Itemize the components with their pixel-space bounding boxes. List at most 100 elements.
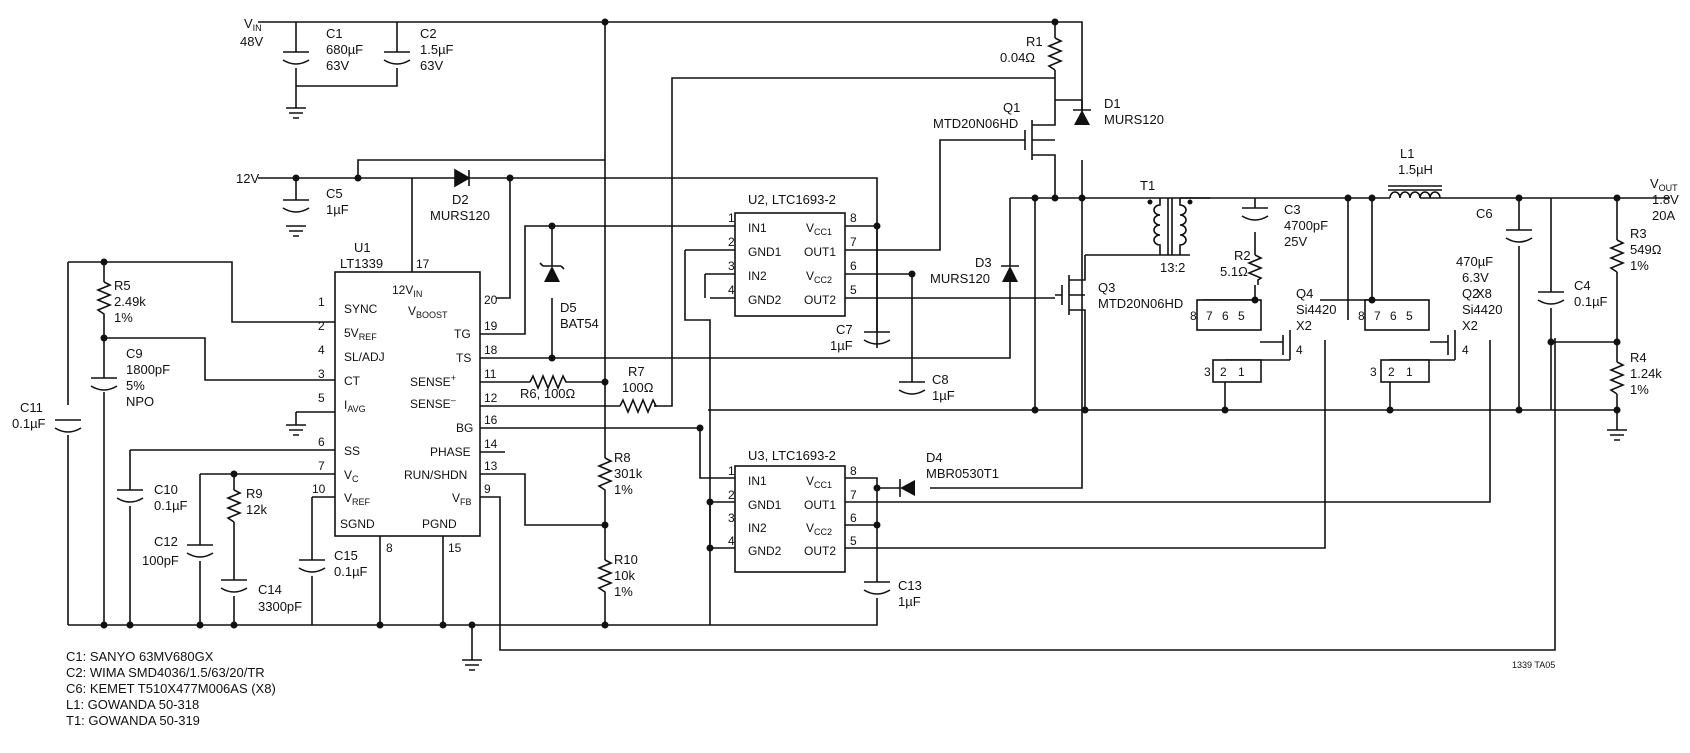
svg-text:7: 7 — [1374, 309, 1381, 323]
svg-text:R9: R9 — [246, 486, 263, 501]
vout-label: VOUT — [1650, 176, 1678, 193]
svg-text:GND2: GND2 — [748, 544, 782, 558]
svg-text:14: 14 — [484, 437, 498, 451]
svg-text:12k: 12k — [246, 502, 267, 517]
c6-label: C6 470µF 6.3V X8 — [1456, 206, 1493, 301]
svg-text:MTD20N06HD: MTD20N06HD — [1098, 296, 1183, 311]
svg-text:SGND: SGND — [340, 517, 375, 531]
q2-pin-numbers: 8 7 6 5 3 2 1 4 — [1358, 309, 1469, 379]
svg-text:L1: GOWANDA 50-318: L1: GOWANDA 50-318 — [66, 697, 199, 712]
ic-u3 — [734, 465, 846, 573]
u1-labels: U1 LT1339 12VIN 17 1 SYNC 2 5VREF 4 SL/A… — [312, 240, 498, 555]
c14-label: C14 3300pF — [258, 582, 302, 614]
d4-label: D4 MBR0530T1 — [926, 450, 999, 481]
svg-text:2: 2 — [1220, 365, 1227, 379]
q1-label: Q1 MTD20N06HD — [933, 100, 1020, 131]
svg-text:MURS120: MURS120 — [1104, 112, 1164, 127]
svg-text:1.5µH: 1.5µH — [1398, 162, 1433, 177]
c11-label: C11 0.1µF — [12, 400, 46, 431]
svg-text:SL/ADJ: SL/ADJ — [344, 350, 385, 364]
diodes — [445, 109, 1091, 497]
svg-text:R7: R7 — [628, 364, 645, 379]
r9-label: R9 12k — [246, 486, 267, 517]
svg-text:1µF: 1µF — [326, 202, 349, 217]
junction-dots — [100, 18, 1621, 629]
svg-text:16: 16 — [484, 413, 498, 427]
svg-text:6: 6 — [1390, 309, 1397, 323]
svg-text:3: 3 — [318, 367, 325, 381]
svg-text:1%: 1% — [1630, 258, 1649, 273]
svg-text:10k: 10k — [614, 568, 635, 583]
r8-label: R8 301k 1% — [614, 450, 643, 497]
inductor-l1 — [1388, 185, 1442, 199]
svg-text:C10: C10 — [154, 482, 178, 497]
svg-text:19: 19 — [484, 319, 498, 333]
svg-text:C13: C13 — [898, 578, 922, 593]
svg-text:VCC1: VCC1 — [806, 474, 832, 490]
svg-text:2: 2 — [318, 319, 325, 333]
d1-label: D1 MURS120 — [1104, 96, 1164, 127]
r1-label: R1 0.04Ω — [1000, 34, 1043, 65]
svg-text:C8: C8 — [932, 372, 949, 387]
svg-text:7: 7 — [850, 235, 857, 249]
svg-text:4700pF: 4700pF — [1284, 218, 1328, 233]
c2-label: C2 1.5µF 63V — [420, 26, 454, 73]
svg-text:5: 5 — [850, 283, 857, 297]
svg-text:IN1: IN1 — [748, 221, 767, 235]
svg-text:D5: D5 — [560, 300, 577, 315]
svg-text:12VIN: 12VIN — [392, 283, 422, 299]
svg-text:VCC2: VCC2 — [806, 269, 832, 285]
vout-value-current: 20A — [1652, 208, 1675, 223]
svg-text:C7: C7 — [836, 322, 853, 337]
t1-label: T1 13:2 — [1140, 178, 1185, 275]
svg-text:63V: 63V — [326, 58, 349, 73]
svg-text:VREF: VREF — [344, 491, 371, 507]
c12-label: C12 100pF — [142, 534, 179, 568]
svg-text:9: 9 — [484, 482, 491, 496]
svg-text:6: 6 — [1222, 309, 1229, 323]
svg-text:C1: SANYO 63MV680GX: C1: SANYO 63MV680GX — [66, 649, 214, 664]
transformer-t1 — [1147, 198, 1193, 255]
svg-text:680µF: 680µF — [326, 42, 363, 57]
svg-text:MURS120: MURS120 — [930, 271, 990, 286]
svg-text:VC: VC — [344, 468, 359, 484]
svg-text:X2: X2 — [1296, 318, 1312, 333]
c4-label: C4 0.1µF — [1574, 278, 1608, 309]
svg-text:MURS120: MURS120 — [430, 208, 490, 223]
svg-text:T1: GOWANDA 50-319: T1: GOWANDA 50-319 — [66, 713, 200, 728]
svg-text:100Ω: 100Ω — [622, 380, 654, 395]
svg-text:11: 11 — [484, 367, 497, 381]
svg-text:LT1339: LT1339 — [340, 256, 383, 271]
svg-text:5VREF: 5VREF — [344, 326, 377, 342]
svg-text:5: 5 — [1238, 309, 1245, 323]
c13-label: C13 1µF — [898, 578, 922, 609]
svg-text:4: 4 — [728, 283, 735, 297]
svg-text:10: 10 — [312, 482, 326, 496]
svg-text:6: 6 — [318, 435, 325, 449]
svg-text:GND1: GND1 — [748, 245, 782, 259]
svg-text:1: 1 — [1238, 365, 1245, 379]
svg-text:2: 2 — [728, 488, 735, 502]
svg-text:R1: R1 — [1026, 34, 1043, 49]
svg-text:C6: KEMET T510X477M006AS (X8): C6: KEMET T510X477M006AS (X8) — [66, 681, 276, 696]
r4-label: R4 1.24k 1% — [1630, 350, 1662, 397]
svg-text:CT: CT — [344, 374, 361, 388]
q4-label: Q4 Si4420 X2 — [1296, 286, 1336, 333]
svg-text:GND2: GND2 — [748, 293, 782, 307]
svg-text:RUN/SHDN: RUN/SHDN — [404, 468, 467, 482]
svg-text:TG: TG — [454, 327, 471, 341]
svg-text:R4: R4 — [1630, 350, 1647, 365]
v12-label: 12V — [236, 171, 259, 186]
svg-text:C6: C6 — [1476, 206, 1493, 221]
svg-text:5: 5 — [1406, 309, 1413, 323]
svg-text:100pF: 100pF — [142, 553, 179, 568]
svg-text:8: 8 — [850, 464, 857, 478]
svg-text:GND1: GND1 — [748, 498, 782, 512]
svg-text:D3: D3 — [975, 255, 992, 270]
d3-label: D3 MURS120 — [930, 255, 992, 286]
svg-text:MTD20N06HD: MTD20N06HD — [933, 116, 1018, 131]
svg-text:6: 6 — [850, 511, 857, 525]
svg-text:1.5µF: 1.5µF — [420, 42, 454, 57]
svg-text:0.1µF: 0.1µF — [12, 416, 46, 431]
